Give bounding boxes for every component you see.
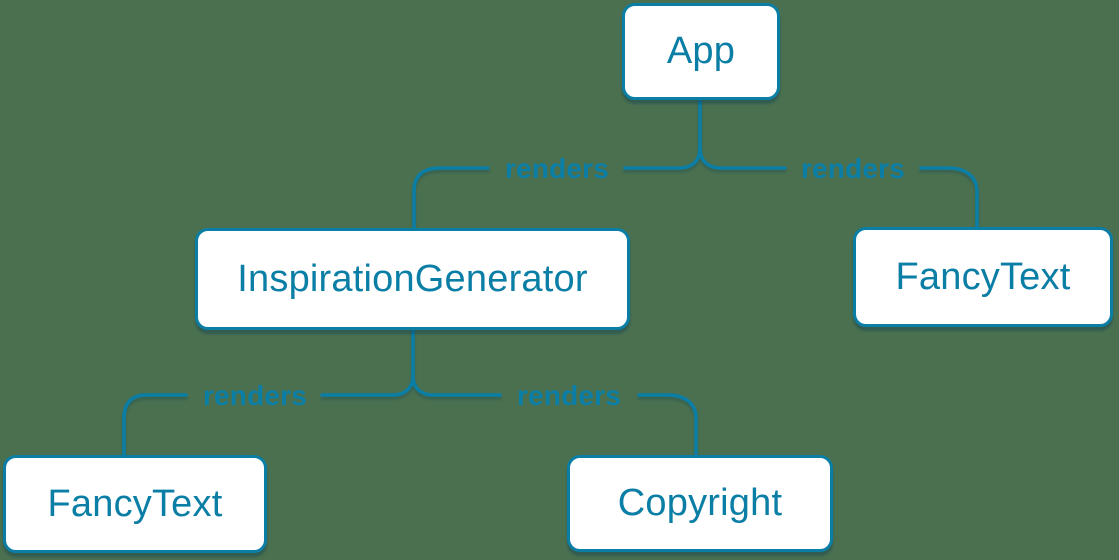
node-copyright: Copyright <box>567 455 833 552</box>
edge-app-to-fancytext-left-stub <box>698 146 787 170</box>
node-fancy-text-top: FancyText <box>853 227 1113 327</box>
edge-app-to-fancytext-elbow <box>919 166 979 229</box>
node-fancy-text-top-label: FancyText <box>895 255 1071 298</box>
edge-label-renders-app-fancytext: renders <box>800 153 906 184</box>
node-app-label: App <box>666 30 736 72</box>
edge-app-to-inspiration-elbow <box>412 166 490 230</box>
node-fancy-text-bottom: FancyText <box>3 455 267 553</box>
edge-label-renders-app-inspiration: renders <box>504 153 610 184</box>
edge-app-to-inspiration-right-stub <box>623 146 702 170</box>
edge-inspiration-to-copyright-elbow <box>637 393 698 457</box>
edge-inspiration-to-fancytext-right-stub <box>320 374 415 397</box>
node-inspiration-generator-label: InspirationGenerator <box>237 257 588 300</box>
edge-label-renders-inspiration-copyright: renders <box>516 380 622 411</box>
edge-inspiration-to-copyright-left-stub <box>411 374 502 397</box>
node-copyright-label: Copyright <box>617 482 783 524</box>
node-app: App <box>622 3 780 100</box>
node-fancy-text-bottom-label: FancyText <box>47 482 223 525</box>
edge-inspiration-to-fancytext-elbow <box>122 393 188 457</box>
node-inspiration-generator: InspirationGenerator <box>195 228 630 330</box>
edge-label-renders-inspiration-fancytext: renders <box>202 380 308 411</box>
